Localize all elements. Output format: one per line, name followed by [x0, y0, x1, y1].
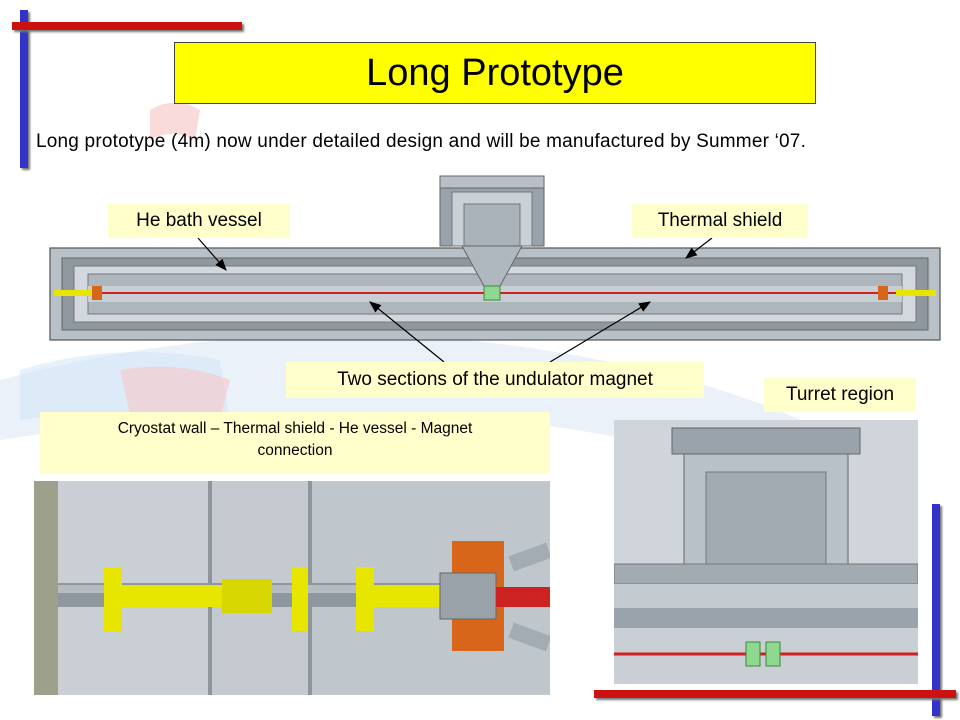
accent-bar-bottom-vertical: [932, 504, 940, 716]
accent-bar-top-vertical: [20, 10, 28, 168]
page-title: Long Prototype: [366, 51, 624, 94]
arrow-undulator-left: [369, 301, 445, 363]
accent-bar-top-horizontal: [12, 22, 242, 30]
caption-connection: Cryostat wall – Thermal shield - He vess…: [40, 412, 550, 474]
intro-text: Long prototype (4m) now under detailed d…: [36, 131, 807, 152]
accent-bar-bottom-horizontal: [594, 690, 956, 698]
cryostat-cross-section-drawing: [49, 175, 941, 341]
label-turret-region: Turret region: [764, 378, 916, 412]
label-thermal-shield: Thermal shield: [632, 204, 808, 238]
arrow-undulator-right: [549, 301, 652, 363]
label-he-bath-vessel: He bath vessel: [108, 204, 290, 238]
title-banner: Long Prototype: [174, 42, 816, 104]
turret-region-render: [614, 420, 918, 684]
arrow-thermal-shield: [685, 237, 713, 259]
connection-detail-render: [34, 481, 550, 695]
arrow-he-bath-vessel: [197, 237, 227, 271]
label-undulator-sections: Two sections of the undulator magnet: [286, 362, 704, 398]
